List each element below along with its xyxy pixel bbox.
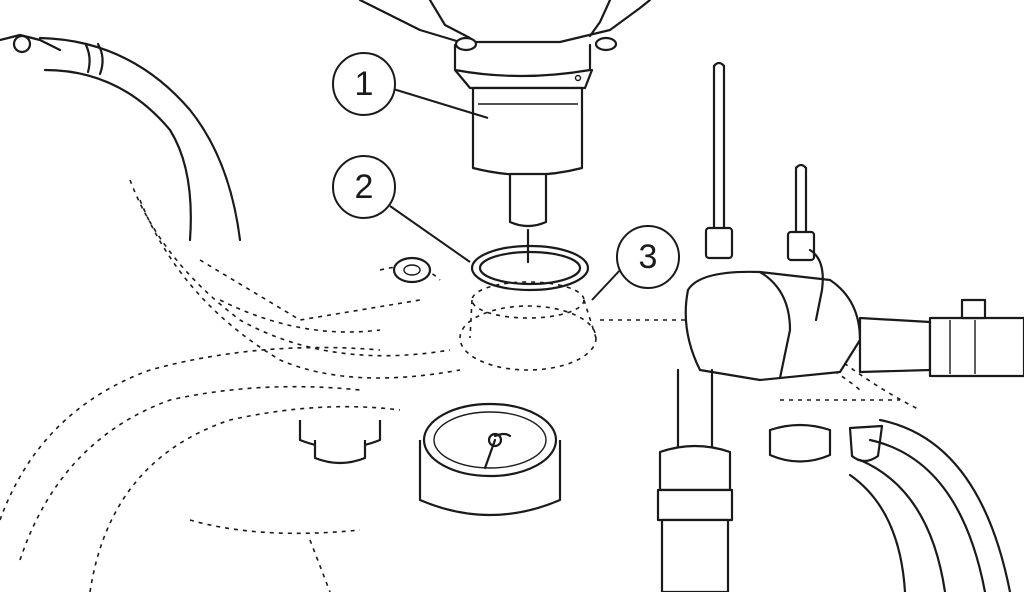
right-lower-fittings — [656, 368, 1012, 592]
top-housing — [358, 0, 652, 90]
callout-2-label: 2 — [355, 168, 374, 206]
right-manifold — [684, 61, 1024, 382]
callout-leaders — [389, 87, 623, 301]
callout-1: 1 — [332, 52, 396, 116]
callout-2-circle — [332, 155, 396, 219]
callout-1-circle — [332, 52, 396, 116]
part-2-o-ring — [470, 244, 590, 292]
callout-3-label: 3 — [639, 238, 658, 276]
pressure-gauge — [418, 402, 562, 517]
callout-3: 3 — [616, 225, 680, 289]
part-1-cylinder — [471, 86, 584, 264]
callout-1-label: 1 — [355, 65, 374, 103]
left-hose — [0, 33, 242, 242]
base-body-hidden-lines — [0, 179, 921, 592]
bottom-fitting — [298, 420, 382, 465]
hex-nut — [392, 256, 432, 284]
part-3-seat — [459, 281, 597, 371]
callout-2: 2 — [332, 155, 396, 219]
callout-3-circle — [616, 225, 680, 289]
